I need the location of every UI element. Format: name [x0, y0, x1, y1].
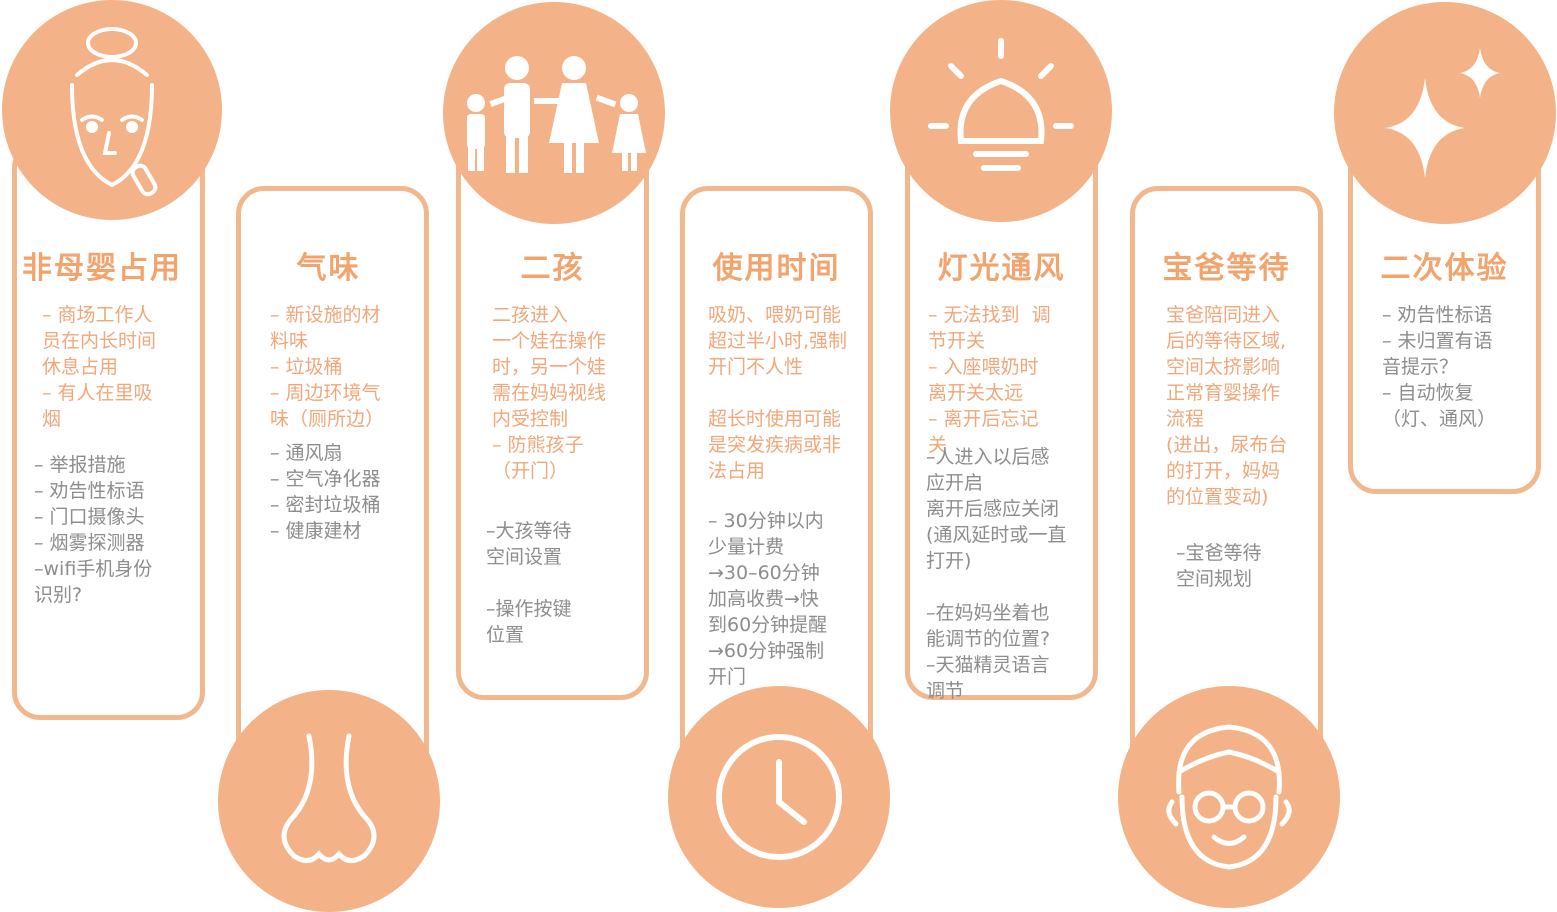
circle-non-maternal-use: [2, 0, 222, 220]
card-non-maternal-use: [12, 140, 205, 720]
body-text-second-child: –大孩等待 空间设置 –操作按键 位置: [486, 520, 572, 646]
title-non-maternal-use: 非母婴占用: [22, 251, 182, 286]
mother-face-icon: [70, 27, 158, 197]
sparkle-icon: [1385, 48, 1500, 178]
circle-odor: [218, 690, 440, 912]
title-usage-time: 使用时间: [712, 251, 841, 286]
title-second-child: 二孩: [520, 251, 585, 286]
card-odor: [236, 186, 429, 786]
title-lighting-ventilation: 灯光通风: [937, 251, 1066, 286]
highlight-text-odor: – 新设施的材 料味 – 垃圾桶 – 周边环境气 味（厕所边）: [270, 304, 385, 430]
highlight-text-second-child: 二孩进入 一个娃在操作 时，另一个娃 需在妈妈视线 内受控制 – 防熊孩子 （开…: [492, 304, 607, 482]
highlight-text-dad-waiting: 宝爸陪同进入 后的等待区域, 空间太挤影响 正常育婴操作 流程 (进出，尿布台 …: [1166, 304, 1288, 508]
body-text-second-experience: – 劝告性标语 – 未归置有语 音提示？ – 自动恢复 （灯、通风）: [1382, 304, 1497, 430]
circle-second-experience: [1334, 2, 1556, 224]
lightbulb-icon: [928, 38, 1074, 171]
body-text-non-maternal-use: – 举报措施 – 劝告性标语 – 门口摄像头 – 烟雾探测器 –wifi手机身份…: [34, 454, 153, 606]
nose-icon: [281, 733, 377, 863]
body-text-dad-waiting: –宝爸等待 空间规划: [1176, 542, 1262, 590]
body-text-usage-time: – 30分钟以内 少量计费 →30–60分钟 加高收费→快 到60分钟提醒 →6…: [708, 510, 828, 688]
family-icon: [467, 56, 646, 173]
highlight-text-lighting-ventilation: – 无法找到 调 节开关 – 入座喂奶时 离开关太远 – 离开后忘记 关: [928, 304, 1051, 456]
clock-icon: [716, 734, 842, 860]
circle-second-child: [443, 2, 665, 224]
highlight-text-non-maternal-use: – 商场工作人 员在内长时间 休息占用 – 有人在里吸 烟: [42, 304, 157, 430]
highlight-text-usage-time: 吸奶、喂奶可能 超过半小时,强制 开门不人性 超长时使用可能 是突发疾病或非 法…: [708, 304, 848, 482]
circle-dad-waiting: [1118, 686, 1340, 908]
title-odor: 气味: [296, 251, 361, 286]
circle-usage-time: [668, 686, 890, 908]
circle-lighting-ventilation: [890, 0, 1112, 222]
body-text-lighting-ventilation: –人进入以后感 应开启 离开后感应关闭 (通风延时或一直 打开) –在妈妈坐着也…: [926, 446, 1067, 702]
card-second-child: [456, 140, 649, 700]
father-face-icon: [1166, 724, 1292, 870]
title-second-experience: 二次体验: [1380, 251, 1509, 286]
title-dad-waiting: 宝爸等待: [1162, 251, 1291, 286]
body-text-odor: – 通风扇 – 空气净化器 – 密封垃圾桶 – 健康建材: [270, 442, 381, 542]
